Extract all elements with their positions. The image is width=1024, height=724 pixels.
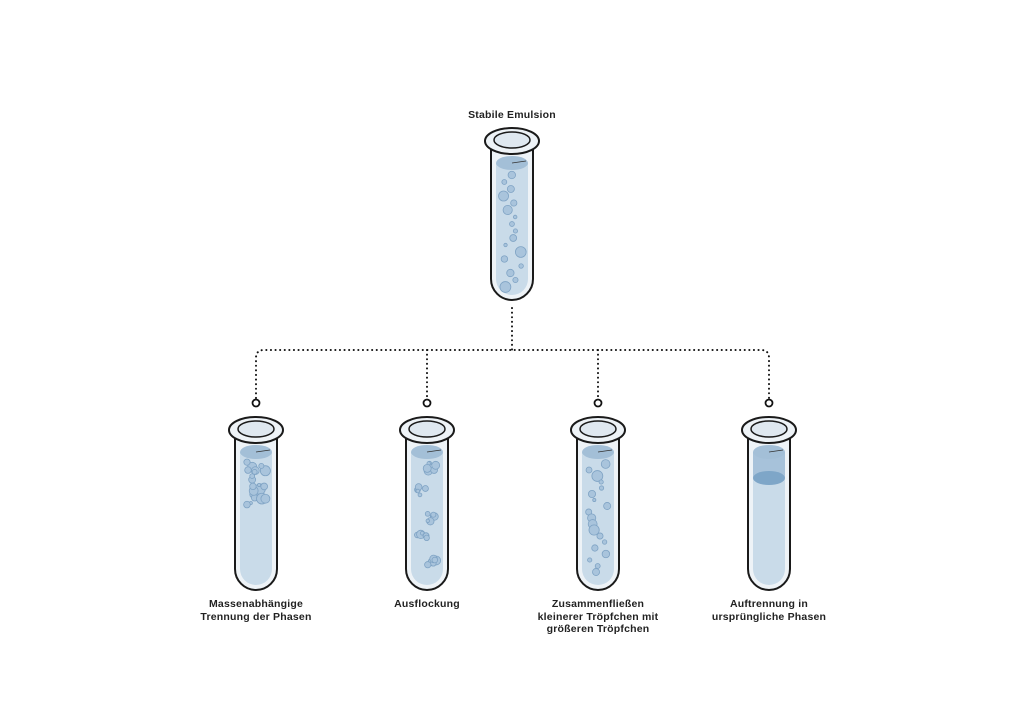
label-line: Trennung der Phasen — [200, 610, 312, 623]
droplet — [506, 268, 515, 278]
droplet — [601, 539, 608, 545]
droplet — [258, 462, 265, 469]
droplet — [503, 242, 508, 248]
connector-branch — [255, 349, 770, 399]
connector-node — [593, 398, 603, 408]
droplet — [425, 518, 430, 523]
droplet — [251, 469, 258, 475]
droplet — [518, 263, 524, 269]
droplet — [596, 532, 604, 540]
outcome-label-separation: Auftrennung in ursprüngliche Phasen — [669, 598, 869, 623]
tube-separation — [741, 416, 797, 591]
surface-mark — [426, 449, 442, 453]
droplet — [257, 482, 262, 487]
droplet — [422, 485, 429, 492]
connector-node — [422, 398, 432, 408]
label-line: Ausflockung — [394, 598, 460, 610]
label-line: kleinerer Tröpfchen mit — [537, 610, 659, 623]
droplet — [422, 463, 432, 473]
droplet — [509, 221, 515, 227]
droplet — [591, 470, 604, 482]
droplet — [510, 199, 518, 207]
droplet — [600, 459, 611, 469]
droplet — [500, 255, 509, 263]
droplet — [423, 534, 430, 542]
droplet — [588, 524, 600, 536]
outcome-label-creaming: Massenabhängige Trennung der Phasen — [156, 598, 356, 623]
droplet — [512, 214, 518, 220]
droplet — [249, 482, 257, 491]
tube-opening — [493, 131, 531, 149]
droplet — [249, 473, 255, 479]
droplet — [592, 568, 600, 576]
label-line: Massenabhängige — [208, 598, 304, 610]
droplet — [431, 460, 441, 470]
droplet — [592, 498, 597, 502]
title-label: Stabile Emulsion — [468, 109, 556, 121]
outcome-label-flocculation: Ausflockung — [327, 598, 527, 611]
droplet — [598, 479, 604, 485]
label-line: Auftrennung in — [729, 598, 809, 610]
droplet — [424, 561, 432, 569]
droplet — [502, 204, 513, 216]
droplet — [587, 489, 597, 499]
surface-mark — [255, 449, 271, 453]
droplet — [260, 493, 271, 504]
label-line: größeren Tröpfchen — [546, 623, 650, 635]
tube-opening — [579, 420, 617, 438]
surface-mark — [597, 449, 613, 453]
droplet — [585, 466, 593, 474]
tube-creaming — [228, 416, 284, 591]
droplet — [431, 556, 439, 564]
liquid — [753, 452, 785, 585]
liquid-surface — [240, 445, 272, 459]
droplet — [515, 246, 527, 258]
droplet — [415, 488, 421, 494]
droplet — [417, 492, 423, 498]
outcome-label-coalescence: Zusammenfließen kleinerer Tröpfchen mit … — [498, 598, 698, 636]
droplet — [243, 500, 251, 509]
droplet — [591, 544, 599, 552]
tube-opening — [237, 420, 275, 438]
surface-mark — [511, 160, 527, 164]
tube-opening — [750, 420, 788, 438]
droplet — [244, 466, 252, 474]
droplet — [498, 190, 509, 202]
tube-flocculation — [399, 416, 455, 591]
droplet — [424, 511, 431, 517]
droplet — [243, 458, 251, 466]
label-line: ursprüngliche Phasen — [711, 610, 827, 623]
tube-stable-emulsion — [484, 127, 540, 301]
connector-node — [764, 398, 774, 408]
droplet — [430, 511, 437, 518]
phase-boundary — [753, 471, 785, 485]
droplet — [594, 563, 601, 569]
surface-mark — [768, 449, 784, 453]
droplet — [512, 276, 519, 284]
label-line: Zusammenfließen — [551, 598, 645, 610]
connector-node — [251, 398, 261, 408]
droplet — [601, 549, 611, 559]
droplet — [509, 234, 518, 242]
tube-coalescence — [570, 416, 626, 591]
droplet — [507, 170, 516, 180]
droplet — [587, 557, 593, 563]
droplet — [506, 185, 515, 193]
tube-opening — [408, 420, 446, 438]
droplet — [512, 228, 518, 234]
droplet — [603, 502, 612, 510]
droplet — [260, 482, 268, 491]
droplet — [499, 281, 512, 293]
droplet — [598, 485, 605, 491]
droplet — [501, 179, 508, 185]
